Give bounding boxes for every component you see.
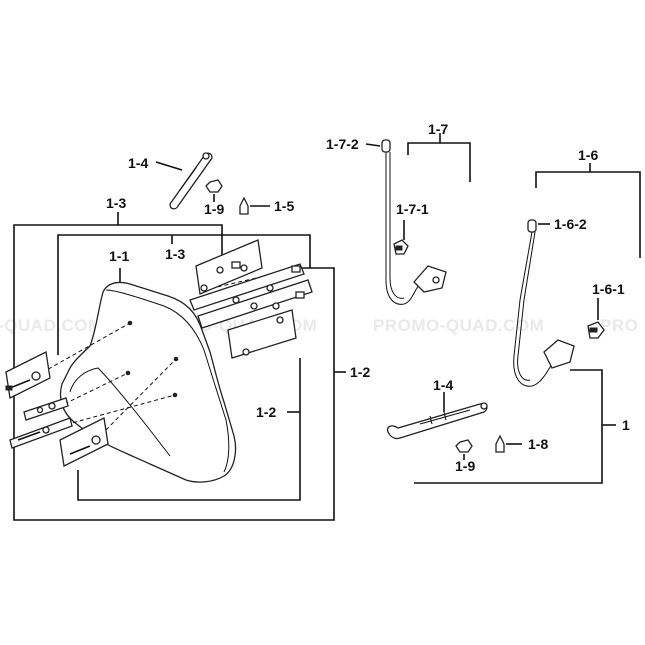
- callout-1-7-1: 1-7-1: [396, 201, 429, 217]
- bolt-1-5: [239, 196, 249, 215]
- callout-1-7: 1-7: [428, 121, 448, 137]
- mounting-plate-left-strip-2: [9, 417, 73, 449]
- watermark-left: -QUAD.COM: [0, 316, 103, 335]
- watermark-right: PRO: [600, 316, 638, 335]
- callout-1-9-top: 1-9: [204, 201, 224, 217]
- callout-1: 1: [622, 417, 630, 433]
- mounting-plate-left-top: [5, 351, 51, 399]
- watermark-center-right: PROMO-QUAD.COM: [373, 316, 544, 335]
- callout-1-4-top: 1-4: [128, 155, 148, 171]
- bracket-1-7: [407, 142, 471, 182]
- nut-1-9-top: [205, 179, 223, 193]
- callout-1-2-inner: 1-2: [256, 404, 276, 420]
- nut-1-9-bottom: [455, 439, 473, 453]
- callout-1-9-bottom: 1-9: [455, 458, 475, 474]
- callout-1-6: 1-6: [578, 147, 598, 163]
- callout-1-7-2: 1-7-2: [326, 136, 359, 152]
- bracket-1-6: [535, 171, 641, 258]
- callout-1-3-inner: 1-3: [165, 246, 185, 262]
- cable-1-6: [513, 219, 575, 387]
- callout-1-6-1: 1-6-1: [592, 281, 625, 297]
- callout-1-6-2: 1-6-2: [554, 216, 587, 232]
- bracket-1-2-inner: [77, 358, 301, 501]
- callout-labels: 1-4 1-9 1-5 1-3 1-3 1-1 1-2 1-2 1-7-2 1-…: [106, 121, 630, 474]
- leader-1-4-top: [155, 161, 183, 171]
- bracket-1: [414, 369, 603, 484]
- seat-hole: [125, 370, 131, 376]
- mounting-plate-left-strip-1: [23, 397, 69, 421]
- clip-1-6-1: [587, 321, 605, 339]
- bracket-1-3-inner: [57, 234, 311, 355]
- cable-1-7: [381, 139, 447, 305]
- mounting-plate-right-bottom: [227, 309, 297, 359]
- callout-1-4-bottom: 1-4: [433, 377, 453, 393]
- callout-1-8: 1-8: [528, 436, 548, 452]
- strap-1-4-bottom: [386, 402, 488, 440]
- leader-1-7-2: [365, 143, 381, 147]
- callout-1-2-outer: 1-2: [350, 364, 370, 380]
- clip-1-7-1: [393, 239, 409, 255]
- bracket-1-2-outer: [13, 228, 335, 521]
- mounting-plate-right-mid: [189, 263, 313, 329]
- callout-1-1: 1-1: [109, 248, 129, 264]
- mounting-plate-right-top: [195, 239, 263, 295]
- mounting-plate-left-bottom: [59, 417, 109, 467]
- callout-1-5: 1-5: [274, 198, 294, 214]
- callout-1-3-outer: 1-3: [106, 195, 126, 211]
- bolt-1-8: [495, 434, 505, 453]
- strap-1-4-top: [169, 152, 213, 210]
